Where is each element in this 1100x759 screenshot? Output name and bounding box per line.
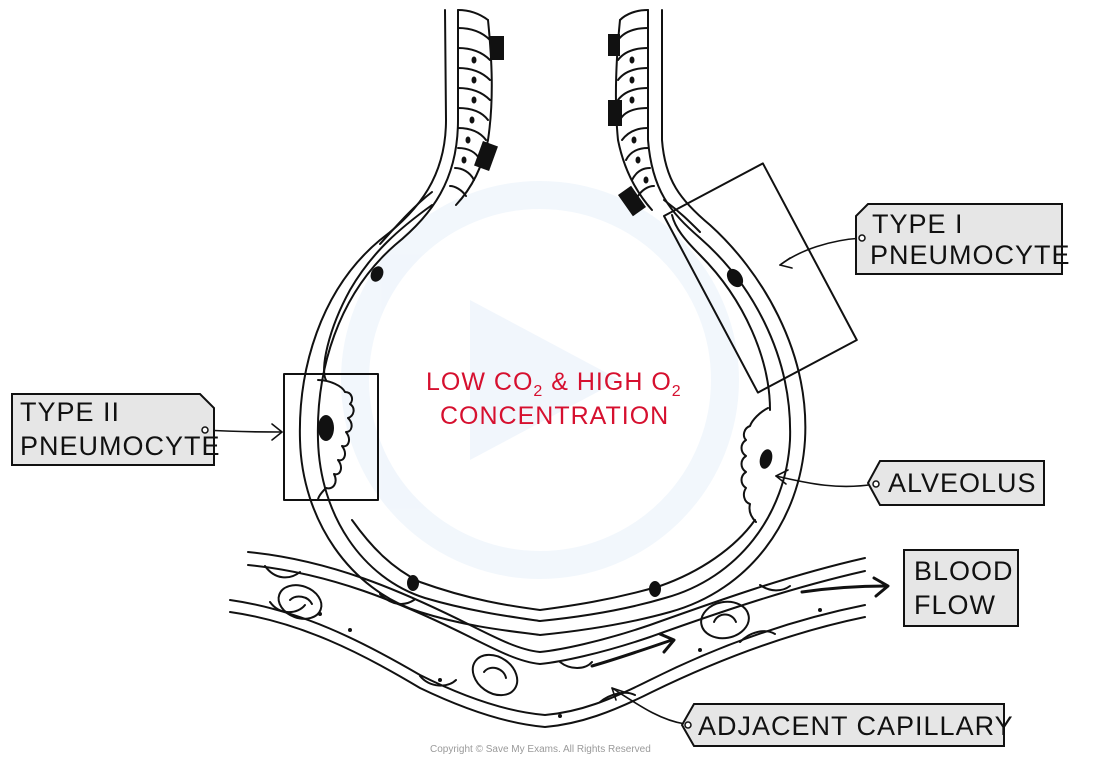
concentration-text: LOW CO2 & HIGH O2 CONCENTRATION [426, 368, 682, 430]
goblet-cells [474, 34, 647, 217]
capillary-wall [229, 551, 866, 728]
type1-label-line1: TYPE I [872, 209, 964, 239]
alveolus-wall [298, 9, 807, 636]
watermark-logo [341, 181, 739, 579]
cell-nuclei [318, 56, 822, 718]
type1-label-line2: PNEUMOCYTE [870, 240, 1071, 270]
bronchiole-epithelium-left [449, 9, 493, 206]
type2-pneumocyte-frill-right [740, 407, 769, 523]
blood-flow-line1: BLOOD [914, 556, 1014, 586]
red-blood-cells [277, 584, 750, 697]
type1-highlight-box [663, 162, 858, 394]
capillary-label: ADJACENT CAPILLARY [680, 703, 1014, 747]
concentration-line2: CONCENTRATION [440, 402, 669, 430]
type1-pneumocyte-label: TYPE I PNEUMOCYTE [855, 203, 1071, 275]
type2-pneumocyte-frill-left [317, 379, 355, 501]
type2-pneumocyte-label: TYPE II PNEUMOCYTE [11, 393, 221, 466]
concentration-line1: LOW CO2 & HIGH O2 [426, 368, 682, 400]
alveolus-label: ALVEOLUS [866, 460, 1045, 506]
blood-flow-line2: FLOW [914, 590, 996, 620]
type2-highlight-box [283, 373, 379, 501]
blood-flow-arrows [590, 576, 890, 668]
type2-label-line2: PNEUMOCYTE [20, 431, 221, 461]
type2-label-line1: TYPE II [20, 397, 120, 427]
capillary-label-text: ADJACENT CAPILLARY [698, 711, 1014, 741]
blood-flow-label: BLOOD FLOW [903, 549, 1019, 627]
alveolus-label-text: ALVEOLUS [888, 468, 1037, 498]
copyright-notice: Copyright © Save My Exams. All Rights Re… [430, 744, 651, 755]
